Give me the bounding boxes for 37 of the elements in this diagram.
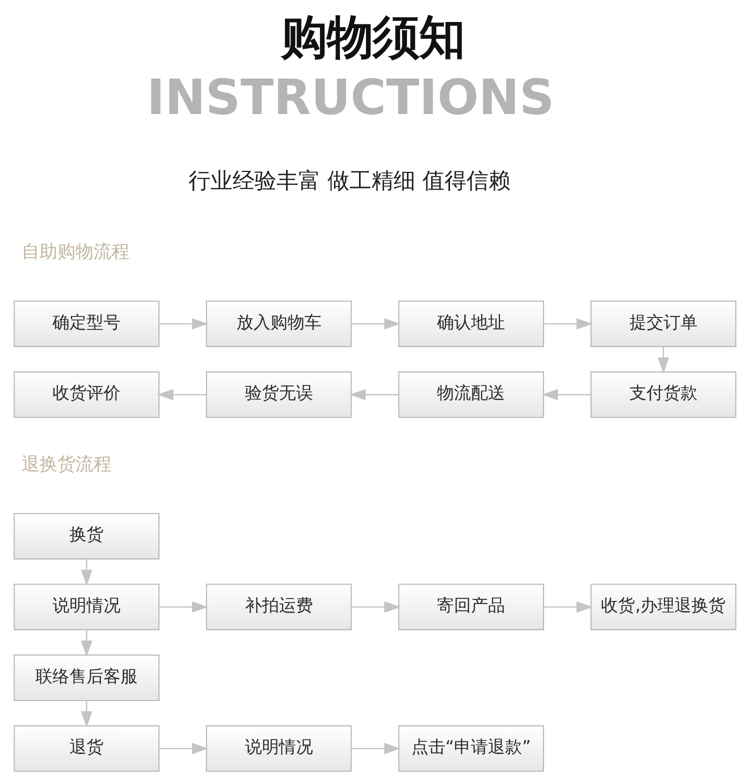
node-box: 收货,办理退换货 [590, 584, 736, 630]
label: 行业经验丰富 做工精细 值得信赖 [188, 168, 511, 194]
node-box: 说明情况 [206, 725, 352, 772]
node-box: 提交订单 [590, 300, 736, 348]
label: 自助购物流程 [22, 241, 130, 262]
node-box: 物流配送 [398, 371, 544, 418]
node-box: 放入购物车 [206, 300, 352, 348]
arrow [351, 601, 401, 613]
node-box: 说明情况 [14, 584, 160, 630]
arrow [349, 388, 399, 400]
label: 退换货流程 [22, 454, 112, 475]
node-box: 退货 [14, 725, 160, 772]
arrow [544, 601, 593, 613]
arrow [159, 318, 208, 330]
arrow [80, 630, 92, 657]
node-box: 确定型号 [14, 300, 160, 348]
node-box: 寄回产品 [398, 584, 544, 630]
node-box: 支付货款 [590, 371, 736, 418]
arrow [80, 700, 92, 728]
node-box: 联络售后客服 [14, 654, 160, 701]
node-box: 验货无误 [206, 371, 352, 418]
node-box: 确认地址 [398, 300, 544, 348]
node-box: 换货 [14, 512, 160, 560]
arrow [542, 388, 591, 400]
node-box: 补拍运费 [206, 584, 352, 630]
arrow [159, 601, 208, 613]
arrow [80, 559, 92, 586]
arrow [351, 742, 401, 754]
arrow [544, 318, 593, 330]
arrow [159, 742, 208, 754]
arrow [351, 318, 401, 330]
arrow [157, 388, 206, 400]
arrow [658, 346, 670, 374]
node-box: 点击“申请退款” [398, 725, 544, 772]
diagram-title: 购物须知 [280, 10, 465, 64]
label: INSTRUCTIONS [146, 70, 554, 126]
node-box: 收货评价 [14, 371, 160, 418]
